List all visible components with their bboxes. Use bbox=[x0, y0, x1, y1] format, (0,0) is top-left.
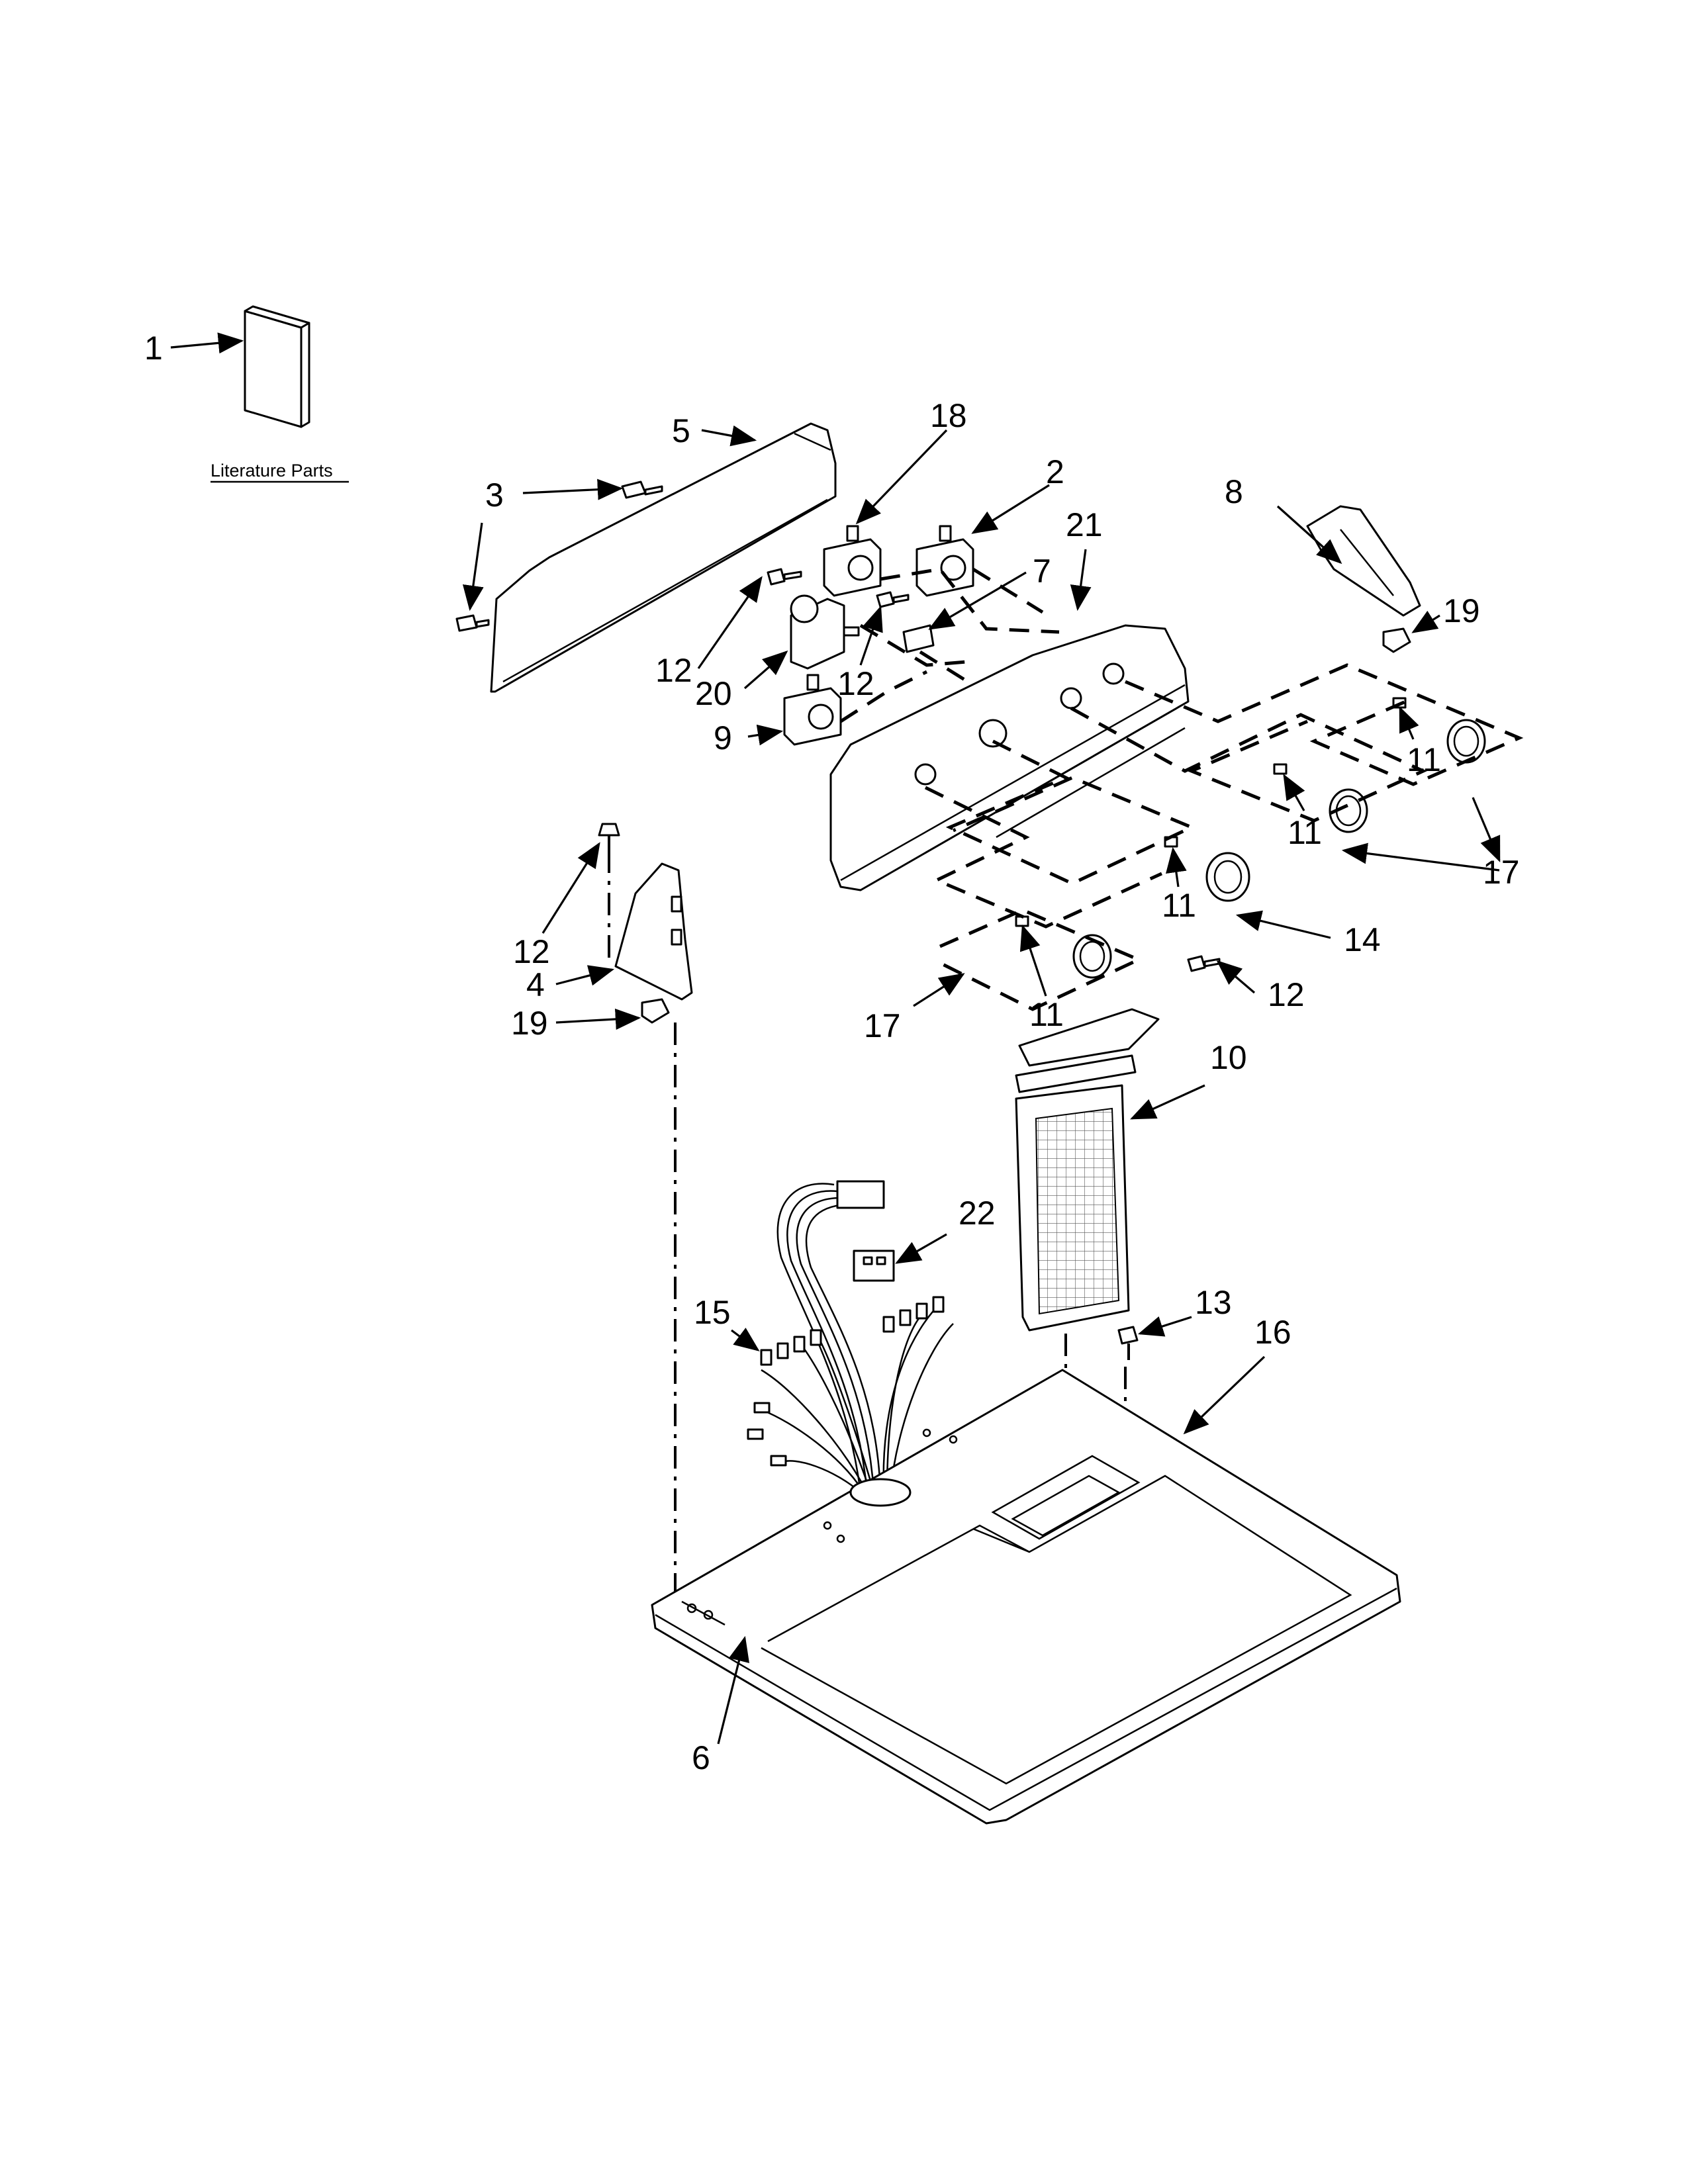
callout-1: 1 bbox=[144, 330, 163, 367]
spring-clip-11 bbox=[1273, 763, 1288, 775]
callout-2: 2 bbox=[1046, 453, 1064, 490]
callout-12: 12 bbox=[513, 933, 550, 970]
switch-2 bbox=[915, 525, 974, 597]
callout-12: 12 bbox=[655, 652, 692, 689]
callout-3: 3 bbox=[485, 477, 504, 514]
callout-22: 22 bbox=[959, 1195, 996, 1232]
callout-20: 20 bbox=[695, 675, 732, 712]
callout-12: 12 bbox=[1268, 976, 1305, 1013]
screw-icon bbox=[598, 823, 620, 850]
callout-17: 17 bbox=[864, 1007, 901, 1044]
wire-harness-15 bbox=[747, 1180, 954, 1493]
callout-11: 11 bbox=[1029, 996, 1064, 1033]
rear-panel bbox=[490, 422, 837, 693]
switch-18 bbox=[823, 525, 882, 597]
lint-screen-10 bbox=[1015, 1008, 1160, 1332]
callout-21: 21 bbox=[1066, 506, 1103, 543]
callout-5: 5 bbox=[672, 412, 690, 449]
callout-7: 7 bbox=[1033, 553, 1051, 590]
clip-19 bbox=[641, 998, 670, 1024]
screw-icon bbox=[1187, 955, 1221, 972]
end-cap-4 bbox=[614, 862, 693, 1001]
callout-9: 9 bbox=[714, 719, 732, 756]
knob bbox=[1072, 934, 1112, 979]
callout-17: 17 bbox=[1483, 854, 1520, 891]
literature-parts-label: Literature Parts bbox=[211, 461, 333, 480]
screw-icon bbox=[1117, 1326, 1139, 1360]
callout-15: 15 bbox=[694, 1294, 731, 1331]
control-console bbox=[829, 624, 1190, 891]
callout-labels: 1 5 3 18 2 21 7 8 19 12 12 20 9 11 11 17… bbox=[144, 330, 1520, 1776]
timer-20 bbox=[790, 594, 860, 670]
leader-arrows bbox=[170, 332, 1501, 1745]
callout-10: 10 bbox=[1210, 1039, 1247, 1076]
screw-icon bbox=[455, 614, 490, 632]
console-bracket-8 bbox=[1306, 505, 1421, 617]
knob bbox=[1446, 719, 1486, 764]
callout-19: 19 bbox=[511, 1005, 548, 1042]
knob bbox=[1205, 852, 1250, 902]
harness-connector-22 bbox=[853, 1250, 895, 1282]
callout-16: 16 bbox=[1254, 1314, 1291, 1351]
callout-11: 11 bbox=[1162, 887, 1196, 924]
connector-7 bbox=[902, 624, 935, 653]
callout-11: 11 bbox=[1288, 814, 1322, 851]
assembly-dashed-lines bbox=[839, 567, 1524, 1011]
callout-19: 19 bbox=[1443, 592, 1480, 629]
callout-8: 8 bbox=[1225, 473, 1243, 510]
literature-booklet bbox=[244, 305, 310, 428]
screw-icon bbox=[876, 591, 910, 608]
callout-14: 14 bbox=[1344, 921, 1381, 958]
top-panel-16 bbox=[651, 1369, 1401, 1825]
callout-12: 12 bbox=[837, 665, 874, 702]
callout-11: 11 bbox=[1407, 741, 1441, 778]
callout-4: 4 bbox=[526, 966, 545, 1003]
screw-icon bbox=[621, 480, 663, 499]
callout-13: 13 bbox=[1195, 1284, 1232, 1321]
screw-icon bbox=[767, 568, 802, 586]
clip-19 bbox=[1382, 627, 1411, 653]
callout-18: 18 bbox=[930, 397, 967, 434]
callout-6: 6 bbox=[692, 1739, 710, 1776]
switch-9 bbox=[783, 674, 842, 746]
knob bbox=[1329, 788, 1368, 833]
